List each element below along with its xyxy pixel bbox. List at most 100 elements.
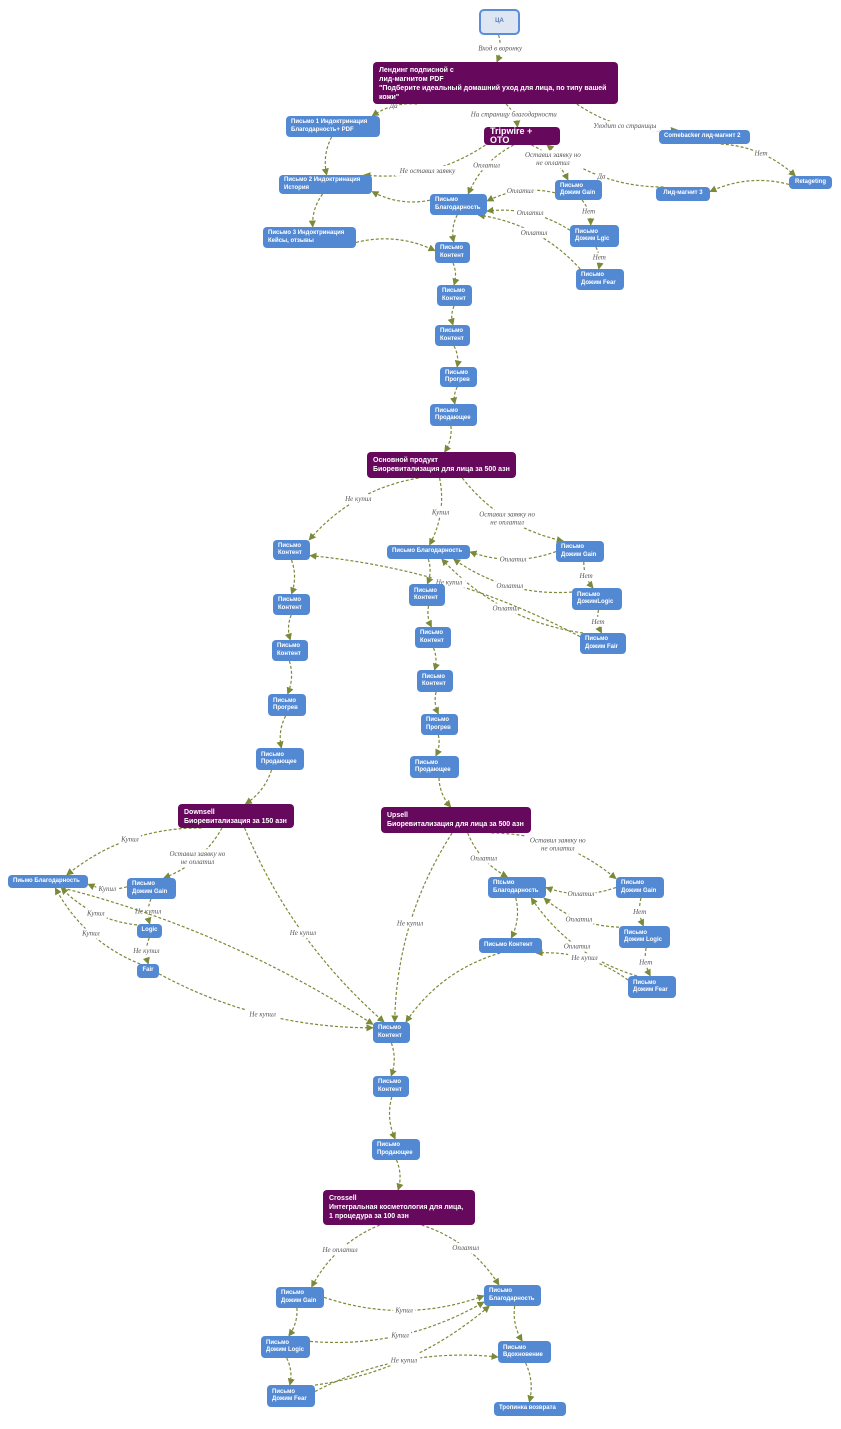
edge-mfair-to-lc1 (309, 552, 581, 638)
node-landing: Лендинг подписной с лид-магнитом PDF "По… (373, 62, 618, 104)
edge-label: Не купил (134, 907, 161, 915)
edge-label-bg (562, 941, 592, 952)
node-down: Downsell Биоревитализация за 150 азн (178, 804, 294, 828)
edge-label-bg (393, 918, 427, 929)
edge-label-bg (491, 603, 521, 614)
node-mfair: Письмо Дожим Fair (580, 633, 626, 654)
node-ls: Письмо Продающее (256, 748, 304, 770)
node-ugain: Письмо Дожим Gain (616, 877, 664, 898)
node-dthx: Пиьмо Благодарность (8, 875, 88, 888)
node-cgain: Письмо Дожим Gain (276, 1287, 324, 1308)
edge-mthx-to-mc1 (426, 558, 434, 585)
node-mpr: Письмо Прогрев (421, 714, 458, 735)
edge-label: Оплатил (496, 582, 523, 590)
edge-label-bg (568, 953, 601, 964)
edge-label: Купил (431, 508, 450, 516)
node-rt: Retageting (789, 176, 832, 189)
node-mgain: Письмо Дожим Gain (556, 541, 604, 562)
edge-label: Оплатил (452, 1244, 479, 1252)
edge-label-bg (590, 121, 660, 132)
edge-c2-to-c3 (447, 305, 455, 326)
edge-mc2-to-mc3 (432, 647, 440, 671)
node-ms: Письмо Продающее (410, 756, 459, 778)
edge-dlogic-to-dfair (142, 937, 150, 965)
edge-dfair-to-dthx (54, 887, 141, 965)
edge-label: Нет (592, 254, 606, 262)
edge-label-bg (246, 1009, 279, 1020)
edge-cross-to-cthx (421, 1224, 500, 1286)
edge-label-bg (131, 906, 165, 917)
edge-label: Не оставил заявку (399, 167, 456, 175)
edge-label-bg (84, 908, 107, 919)
edge-label-bg (515, 208, 545, 219)
edge-l1-to-l2 (321, 136, 333, 176)
node-path: Тропинка возврата (494, 1402, 566, 1416)
edge-label-bg (519, 227, 549, 238)
edge-down-to-dgain (163, 827, 223, 880)
edge-cthx-to-cvd (513, 1305, 523, 1342)
node-lc1: Письмо Контент (273, 540, 310, 560)
edge-label: Да (389, 102, 398, 110)
edge-label: Купил (120, 835, 139, 843)
node-lm3: Лид-магнит 3 (656, 187, 710, 201)
edge-label: Купил (86, 909, 105, 917)
edge-label: Купил (394, 1307, 413, 1315)
node-s1: Письмо Продающее (430, 404, 477, 426)
edge-label: Нет (638, 958, 652, 966)
node-pr1: Письмо Прогрев (440, 367, 477, 387)
node-ca: ЦА (479, 9, 520, 35)
edge-label: Оплатил (507, 187, 534, 195)
node-mc1: Письмо Контент (409, 584, 445, 606)
edge-tthx-to-c1 (448, 214, 458, 243)
edge-label-bg (320, 1244, 361, 1255)
node-dgain: Письмо Дожим Gain (127, 878, 176, 899)
edge-label-bg (638, 957, 654, 968)
edge-lc3-to-lpr (286, 660, 294, 695)
edge-landing-to-cb (576, 103, 679, 135)
edge-label-bg (595, 171, 608, 182)
edge-j2-to-js (388, 1096, 396, 1140)
node-ufear: Письмо Дожим Fear (628, 976, 676, 998)
edge-label: Нет (579, 572, 593, 580)
edge-label-bg (564, 914, 594, 925)
node-uthx: Пtсьмо Благодарность (488, 877, 546, 898)
edge-cross-to-cgain (311, 1224, 381, 1288)
edge-ulogic-to-ufear (644, 947, 651, 977)
edge-main-to-mthx (428, 477, 443, 546)
edge-landing-to-tw (505, 103, 521, 128)
node-up: Upsell Биоревитализация для лица за 500 … (381, 807, 531, 833)
edge-mc3-to-mpr (432, 691, 439, 715)
edge-label: Да (597, 173, 606, 181)
edge-mgain-to-mlogic (583, 561, 594, 589)
node-tgain: Письмо Дожим Gain (555, 180, 602, 200)
edge-label: Не купил (132, 947, 159, 955)
edge-tw-to-tthx (467, 144, 514, 195)
node-l1: Письмо 1 Индоктринация Благодарность+ PD… (286, 116, 380, 137)
edge-label-bg (79, 928, 102, 939)
node-uc: Письмо Контент (479, 938, 542, 953)
edge-label: Уходит со страницы (593, 122, 656, 130)
edge-ufear-to-uc (535, 949, 629, 981)
edge-label: На страницу благодарности (470, 111, 558, 119)
edge-label-bg (164, 849, 230, 868)
edge-label: Не купил (435, 579, 462, 587)
edge-label: Не купил (396, 919, 423, 927)
edge-mpr-to-ms (435, 734, 442, 757)
edge-label: Оплатил (568, 890, 595, 898)
node-mlogic: Письмо ДожимLogic (572, 588, 622, 610)
edge-label-bg (451, 1243, 481, 1253)
edge-label: Оплатил (517, 209, 544, 217)
node-tthx: Письмо Благодарность (430, 194, 487, 215)
edge-label: Нет (632, 908, 646, 916)
edge-label: Оплатил (521, 229, 548, 237)
node-tw: Tripwire + OTO (484, 127, 560, 145)
edge-label: Купил (98, 885, 117, 893)
node-c2: Письмо Контент (437, 285, 472, 306)
edge-rt-to-lm3 (709, 179, 790, 193)
edge-clogic-to-cfear (286, 1357, 295, 1386)
edge-ms-to-up (438, 777, 452, 808)
edge-label-bg (474, 509, 540, 528)
